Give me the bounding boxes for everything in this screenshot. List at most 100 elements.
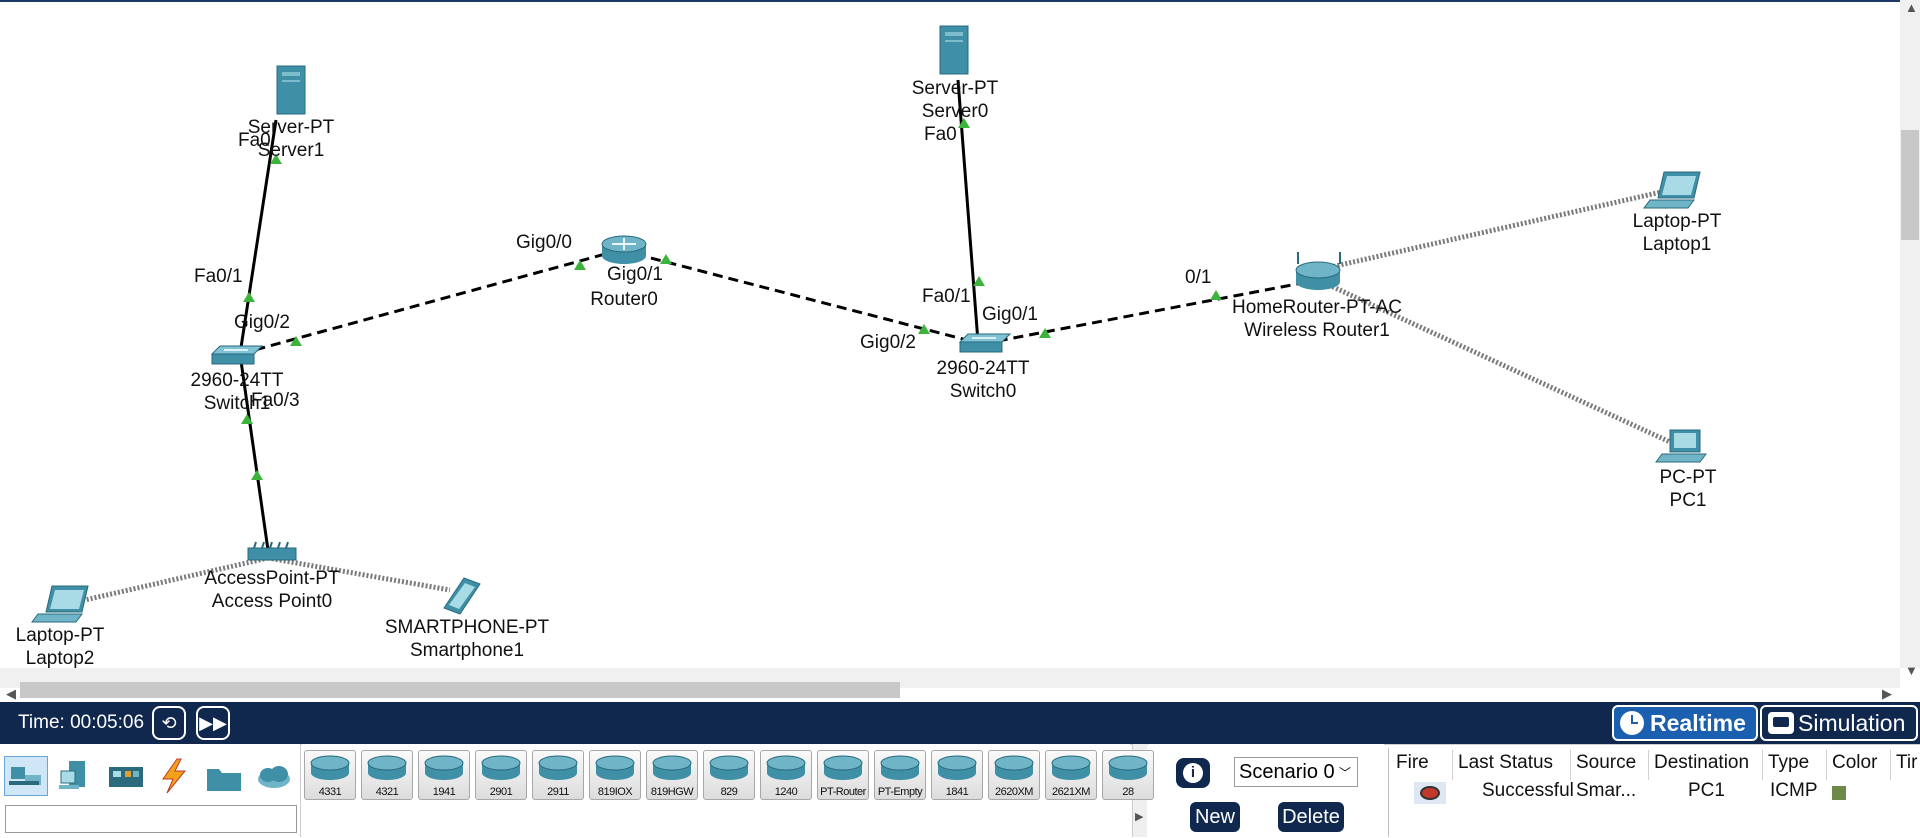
pdu-color-swatch [1832,786,1846,800]
device-model-tile[interactable]: 2901 [475,750,527,800]
device-model-tile[interactable]: 2620XM [988,750,1040,800]
port-label-router0-gig00: Gig0/0 [516,232,572,253]
wireless-link-ap0-smartphone1 [267,555,451,593]
pc1-icon[interactable] [1655,429,1707,463]
col-header-color: Color [1832,752,1878,773]
router-model-icon [652,755,692,780]
device-model-tile[interactable]: 819IOX [589,750,641,800]
network-devices-category-icon[interactable] [4,756,48,796]
router-model-icon [538,755,578,780]
fire-indicator-icon[interactable] [1414,782,1446,804]
clock-icon [1620,711,1644,735]
multiuser-category-icon[interactable] [252,756,296,796]
new-scenario-button[interactable]: New [1190,802,1240,832]
col-header-time: Tir [1896,752,1918,773]
router0-icon[interactable] [601,235,647,264]
miscellaneous-category-icon[interactable] [202,756,246,796]
device-model-tile[interactable]: 4321 [361,750,413,800]
device-model-label: 2911 [547,786,569,798]
vertical-scroll-thumb[interactable] [1901,130,1919,240]
chevron-down-icon: ﹀ [1338,765,1351,780]
link-switch1-router0 [239,248,621,356]
realtime-mode-button[interactable]: Realtime [1612,705,1758,741]
port-label-switch0-gig01: Gig0/1 [982,304,1038,325]
wireless-link-wrouter1-laptop1 [1317,187,1671,273]
device-model-tile[interactable]: 2911 [532,750,584,800]
wireless-router1-icon[interactable] [1295,252,1341,290]
scroll-down-icon[interactable]: ▼ [1905,663,1918,678]
port-label-switch1-gig02: Gig0/2 [234,312,290,333]
switch1-icon[interactable] [210,345,264,365]
device-model-tile[interactable]: 1240 [760,750,812,800]
components-category-icon[interactable] [104,756,148,796]
scroll-up-icon[interactable]: ▲ [1905,0,1918,15]
device-model-label: 819HGW [650,786,694,798]
device-model-tile[interactable]: 829 [703,750,755,800]
device-model-tile[interactable]: 4331 [304,750,356,800]
port-label-server1-fa0: Fa0 [238,130,271,151]
fast-forward-time-button[interactable]: ▶▶ [196,706,230,740]
device-model-label: 1240 [774,786,798,798]
device-model-tile[interactable]: 1941 [418,750,470,800]
device-model-label: 1941 [432,786,456,798]
end-devices-category-icon[interactable] [54,756,98,796]
router-model-icon [766,755,806,780]
smartphone1-icon[interactable] [443,577,481,615]
device-model-label: PT-Empty [877,786,923,798]
device-model-label: 4321 [375,786,399,798]
device-model-tile[interactable]: 1841 [931,750,983,800]
device-model-label: 1841 [945,786,969,798]
device-model-tile[interactable]: 819HGW [646,750,698,800]
port-label-switch0-gig02: Gig0/2 [860,332,916,353]
topology-canvas[interactable] [0,2,1900,670]
power-cycle-devices-button[interactable]: ⟲ [152,706,186,740]
link-switch0-wrouter1 [981,278,1319,346]
info-icon[interactable]: i [1176,758,1210,788]
access-point0-icon[interactable] [247,541,297,561]
port-label-switch1-fa01: Fa0/1 [194,266,243,287]
laptop2-icon[interactable] [31,585,89,623]
col-header-source: Source [1576,752,1637,773]
simulation-mode-button[interactable]: Simulation [1760,705,1918,741]
device-search-input[interactable] [5,805,297,833]
device-model-tile[interactable]: 2621XM [1045,750,1097,800]
models-scroll-right-icon[interactable]: ▶ [1135,811,1144,823]
pdu-destination: PC1 [1688,780,1725,801]
power-cycle-icon: ⟲ [161,712,177,733]
device-model-tile[interactable]: 28 [1102,750,1154,800]
router-model-icon [1051,755,1091,780]
device-model-label: 28 [1122,786,1134,798]
server0-icon[interactable] [939,25,969,75]
server1-icon[interactable] [276,65,306,115]
router-model-icon [481,755,521,780]
wireless-link-ap0-laptop2 [84,555,269,603]
device-model-tile[interactable]: PT-Router [817,750,869,800]
laptop1-icon[interactable] [1643,171,1701,209]
device-model-tile[interactable]: PT-Empty [874,750,926,800]
scroll-left-icon[interactable]: ◀ [6,686,16,701]
vertical-scrollbar[interactable] [1900,0,1920,668]
delete-scenario-button[interactable]: Delete [1278,802,1344,832]
router-model-icon [880,755,920,780]
port-label-switch0-fa01: Fa0/1 [922,286,971,307]
device-model-label: 829 [720,786,738,798]
connections-category-icon[interactable] [152,756,196,796]
device-model-label: 819IOX [597,786,633,798]
horizontal-scroll-thumb[interactable] [20,682,900,698]
scroll-right-icon[interactable]: ▶ [1882,686,1892,701]
router-model-icon [367,755,407,780]
pdu-list-table [1388,748,1920,837]
scenario-select[interactable]: Scenario 0 ﹀ [1234,757,1358,787]
switch0-icon[interactable] [958,333,1012,353]
port-label-server0-fa0: Fa0 [924,124,957,145]
link-status-arrows [241,118,1222,480]
